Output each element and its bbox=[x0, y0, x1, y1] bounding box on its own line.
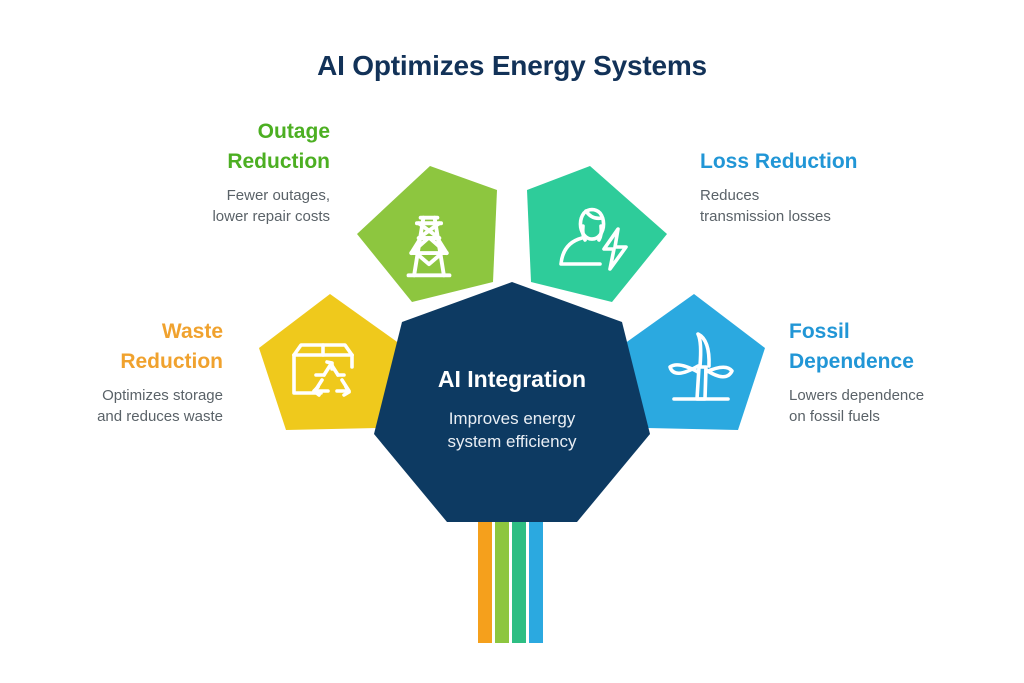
label-waste-desc-line2: and reduces waste bbox=[97, 408, 223, 425]
label-outage-reduction: Outage Reduction Fewer outages, lower re… bbox=[90, 117, 330, 227]
transmission-tower-icon bbox=[406, 215, 452, 278]
label-loss-title-line1: Loss Reduction bbox=[700, 150, 858, 173]
label-fossil-desc-line2: on fossil fuels bbox=[789, 408, 880, 425]
box-recycle-icon bbox=[292, 343, 354, 397]
stem-bar-blue bbox=[529, 505, 543, 643]
label-fossil-title-line2: Dependence bbox=[789, 350, 914, 373]
label-outage-desc-line2: lower repair costs bbox=[212, 208, 330, 225]
label-outage-title-line2: Reduction bbox=[227, 150, 330, 173]
label-waste-reduction-title: Waste Reduction bbox=[30, 317, 223, 377]
label-waste-reduction-desc: Optimizes storage and reduces waste bbox=[30, 385, 223, 427]
label-fossil-dependence-title: Fossil Dependence bbox=[789, 317, 1024, 377]
person-lightning-icon bbox=[559, 207, 628, 271]
center-title: AI Integration bbox=[438, 366, 586, 392]
label-fossil-title-line1: Fossil bbox=[789, 320, 850, 343]
node-outage-reduction[interactable] bbox=[357, 166, 497, 302]
label-waste-title-line1: Waste bbox=[161, 320, 223, 343]
page-title: AI Optimizes Energy Systems bbox=[317, 50, 707, 81]
label-waste-reduction: Waste Reduction Optimizes storage and re… bbox=[30, 317, 223, 427]
label-outage-title-line1: Outage bbox=[257, 120, 330, 143]
stem-bar-orange bbox=[478, 505, 492, 643]
color-stem bbox=[478, 505, 543, 643]
wind-turbine-icon bbox=[668, 332, 734, 401]
label-loss-desc-line2: transmission losses bbox=[700, 208, 831, 225]
center-subtitle-line2: system efficiency bbox=[447, 432, 577, 451]
stem-bar-green bbox=[495, 505, 509, 643]
node-fossil-dependence[interactable] bbox=[624, 294, 765, 430]
heptagon-center[interactable] bbox=[374, 282, 650, 522]
node-center-ai-integration[interactable]: AI Integration Improves energy system ef… bbox=[374, 282, 650, 522]
stem-bar-teal bbox=[512, 505, 526, 643]
label-waste-desc-line1: Optimizes storage bbox=[102, 387, 223, 404]
label-loss-reduction: Loss Reduction Reduces transmission loss… bbox=[700, 147, 990, 227]
label-outage-desc-line1: Fewer outages, bbox=[226, 187, 330, 204]
pentagon-fossil-dependence[interactable] bbox=[624, 294, 765, 430]
label-loss-reduction-desc: Reduces transmission losses bbox=[700, 185, 990, 227]
node-waste-reduction[interactable] bbox=[259, 294, 400, 430]
label-fossil-dependence: Fossil Dependence Lowers dependence on f… bbox=[789, 317, 1024, 427]
label-outage-reduction-desc: Fewer outages, lower repair costs bbox=[90, 185, 330, 227]
label-fossil-dependence-desc: Lowers dependence on fossil fuels bbox=[789, 385, 1024, 427]
label-loss-desc-line1: Reduces bbox=[700, 187, 760, 204]
center-subtitle-line1: Improves energy bbox=[449, 409, 576, 428]
node-loss-reduction[interactable] bbox=[527, 166, 667, 302]
label-fossil-desc-line1: Lowers dependence bbox=[789, 387, 925, 404]
pentagon-loss-reduction[interactable] bbox=[527, 166, 667, 302]
label-outage-reduction-title: Outage Reduction bbox=[90, 117, 330, 177]
label-loss-reduction-title: Loss Reduction bbox=[700, 147, 990, 177]
label-waste-title-line2: Reduction bbox=[120, 350, 223, 373]
